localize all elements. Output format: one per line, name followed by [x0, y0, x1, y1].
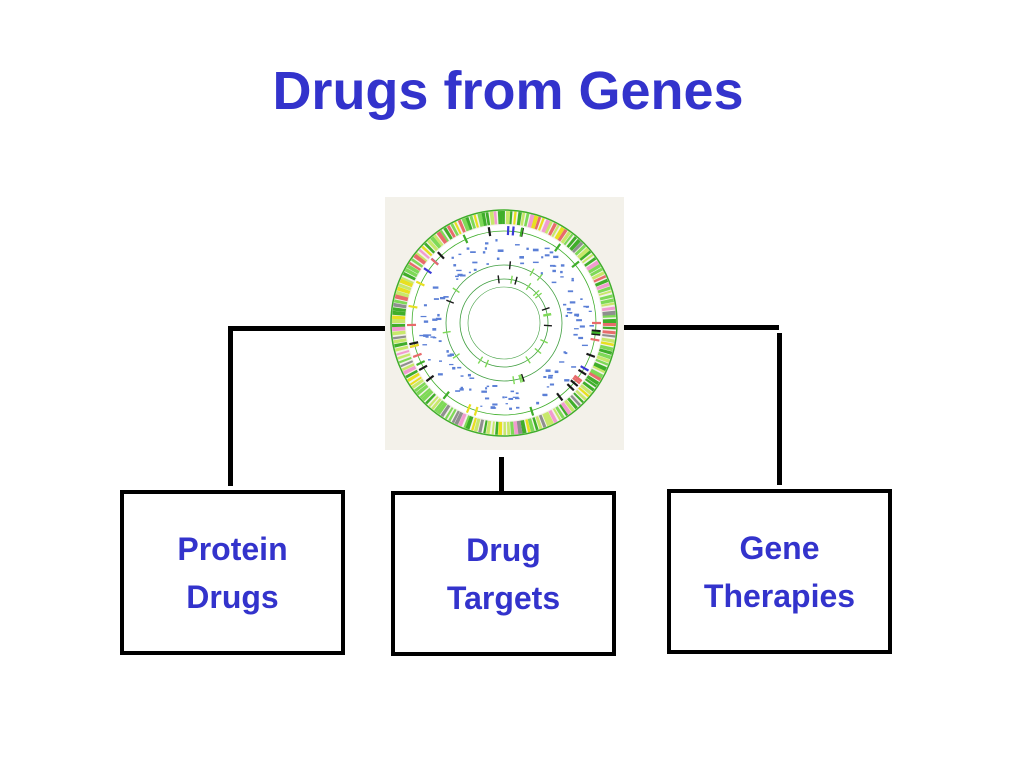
protein-drugs-label: Protein Drugs: [177, 525, 287, 621]
ring-inner-fill: [406, 225, 602, 421]
connector-center-vertical: [499, 457, 504, 493]
circular-genome-map-icon: [390, 209, 618, 437]
gene-therapies-box: Gene Therapies: [667, 489, 892, 654]
gene-therapies-label-line2: Therapies: [703, 577, 856, 614]
protein-drugs-label-line1: Protein: [177, 530, 288, 567]
inner-ring-core: [467, 286, 541, 360]
gene-therapies-label: Gene Therapies: [704, 524, 855, 620]
slide-title: Drugs from Genes: [272, 61, 744, 121]
inner-ring-middle: [459, 278, 549, 368]
drug-targets-label: Drug Targets: [447, 526, 560, 622]
protein-drugs-box: Protein Drugs: [120, 490, 345, 655]
drug-targets-label-line1: Drug: [466, 531, 541, 568]
inner-ring-outer: [445, 264, 563, 382]
gene-therapies-label-line1: Gene: [739, 529, 820, 566]
outer-gene-ring: [392, 211, 616, 435]
connector-left-horizontal: [228, 326, 388, 331]
drug-targets-box: Drug Targets: [391, 491, 616, 656]
inner-ring-ticks: [442, 261, 552, 385]
genome-map-image: [385, 197, 624, 450]
drug-targets-label-line2: Targets: [446, 579, 561, 616]
connector-left-vertical: [228, 326, 233, 486]
connector-right-vertical: [777, 333, 782, 485]
annotation-marks: [419, 239, 594, 410]
connector-right-horizontal: [622, 325, 779, 330]
protein-drugs-label-line2: Drugs: [186, 578, 279, 615]
second-ring-ticks: [406, 226, 602, 416]
outer-ring-border: [390, 209, 618, 437]
